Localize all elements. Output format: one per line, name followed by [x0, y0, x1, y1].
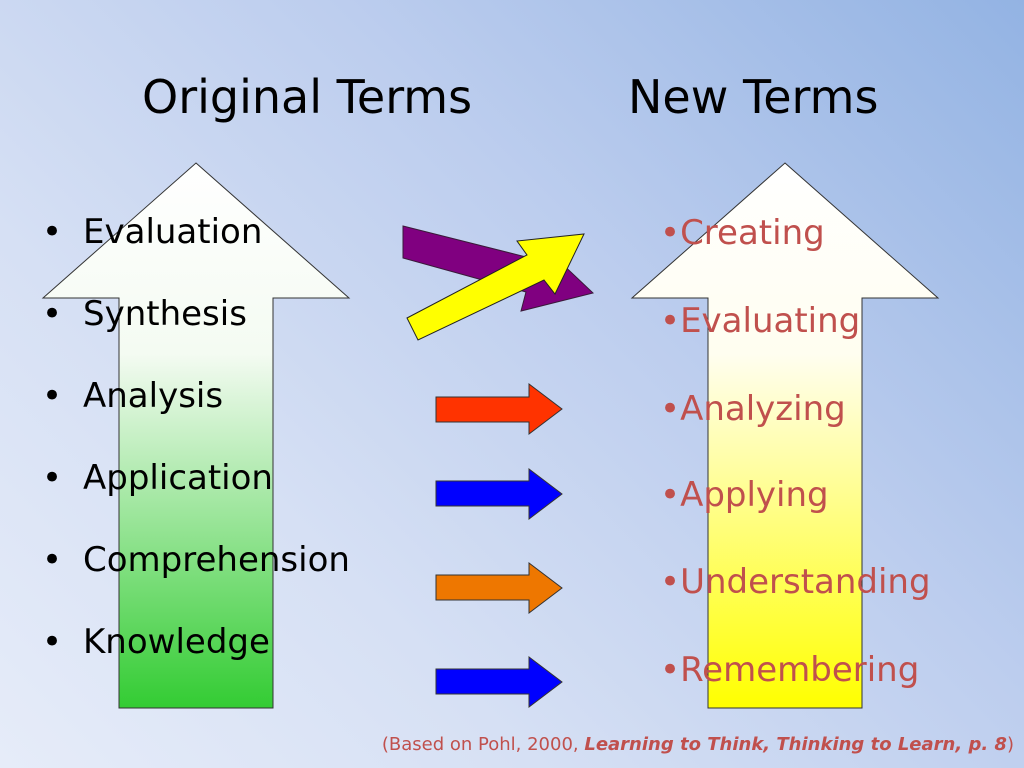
citation: (Based on Pohl, 2000, Learning to Think,… [382, 734, 1014, 755]
list-item: • Comprehension [42, 540, 350, 580]
bullet: • [660, 650, 681, 690]
list-item: •Understanding [660, 562, 931, 602]
list-item: •Remembering [660, 650, 919, 690]
term-label: Analysis [83, 376, 224, 416]
yellow-arrow [406, 233, 585, 341]
list-item: • Knowledge [42, 622, 270, 662]
term-label: Knowledge [83, 622, 270, 662]
term-label: Creating [680, 213, 825, 253]
original-terms-heading: Original Terms [142, 70, 473, 124]
term-label: Evaluating [680, 301, 861, 341]
term-label: Application [83, 458, 273, 498]
bullet: • [660, 562, 681, 602]
bullet: • [42, 294, 63, 334]
bullet: • [660, 213, 681, 253]
bullet: • [42, 622, 63, 662]
blue-arrow-2 [435, 655, 563, 709]
term-label: Evaluation [83, 212, 263, 252]
bullet: • [42, 376, 63, 416]
list-item: •Evaluating [660, 301, 860, 341]
right-up-arrow [630, 162, 940, 709]
left-up-arrow [41, 162, 351, 709]
term-label: Analyzing [680, 389, 846, 429]
citation-title: Learning to Think, Thinking to Learn, p.… [584, 734, 1007, 755]
bullet: • [42, 212, 63, 252]
bullet: • [42, 540, 63, 580]
citation-close: ) [1006, 734, 1014, 755]
term-label: Synthesis [83, 294, 247, 334]
term-label: Comprehension [83, 540, 350, 580]
list-item: • Analysis [42, 376, 223, 416]
term-label: Applying [680, 475, 829, 515]
blue-arrow-1 [435, 467, 563, 521]
bullet: • [660, 301, 681, 341]
bullet: • [660, 475, 681, 515]
red-arrow [435, 382, 563, 436]
list-item: • Synthesis [42, 294, 247, 334]
term-label: Remembering [680, 650, 920, 690]
list-item: • Application [42, 458, 273, 498]
orange-arrow [435, 561, 563, 615]
citation-open: (Based on Pohl, 2000, [381, 734, 585, 755]
list-item: •Applying [660, 475, 829, 515]
bullet: • [42, 458, 63, 498]
term-label: Understanding [680, 562, 931, 602]
bullet: • [660, 389, 681, 429]
list-item: • Evaluation [42, 212, 262, 252]
list-item: •Creating [660, 213, 825, 253]
list-item: •Analyzing [660, 389, 846, 429]
new-terms-heading: New Terms [628, 70, 879, 124]
